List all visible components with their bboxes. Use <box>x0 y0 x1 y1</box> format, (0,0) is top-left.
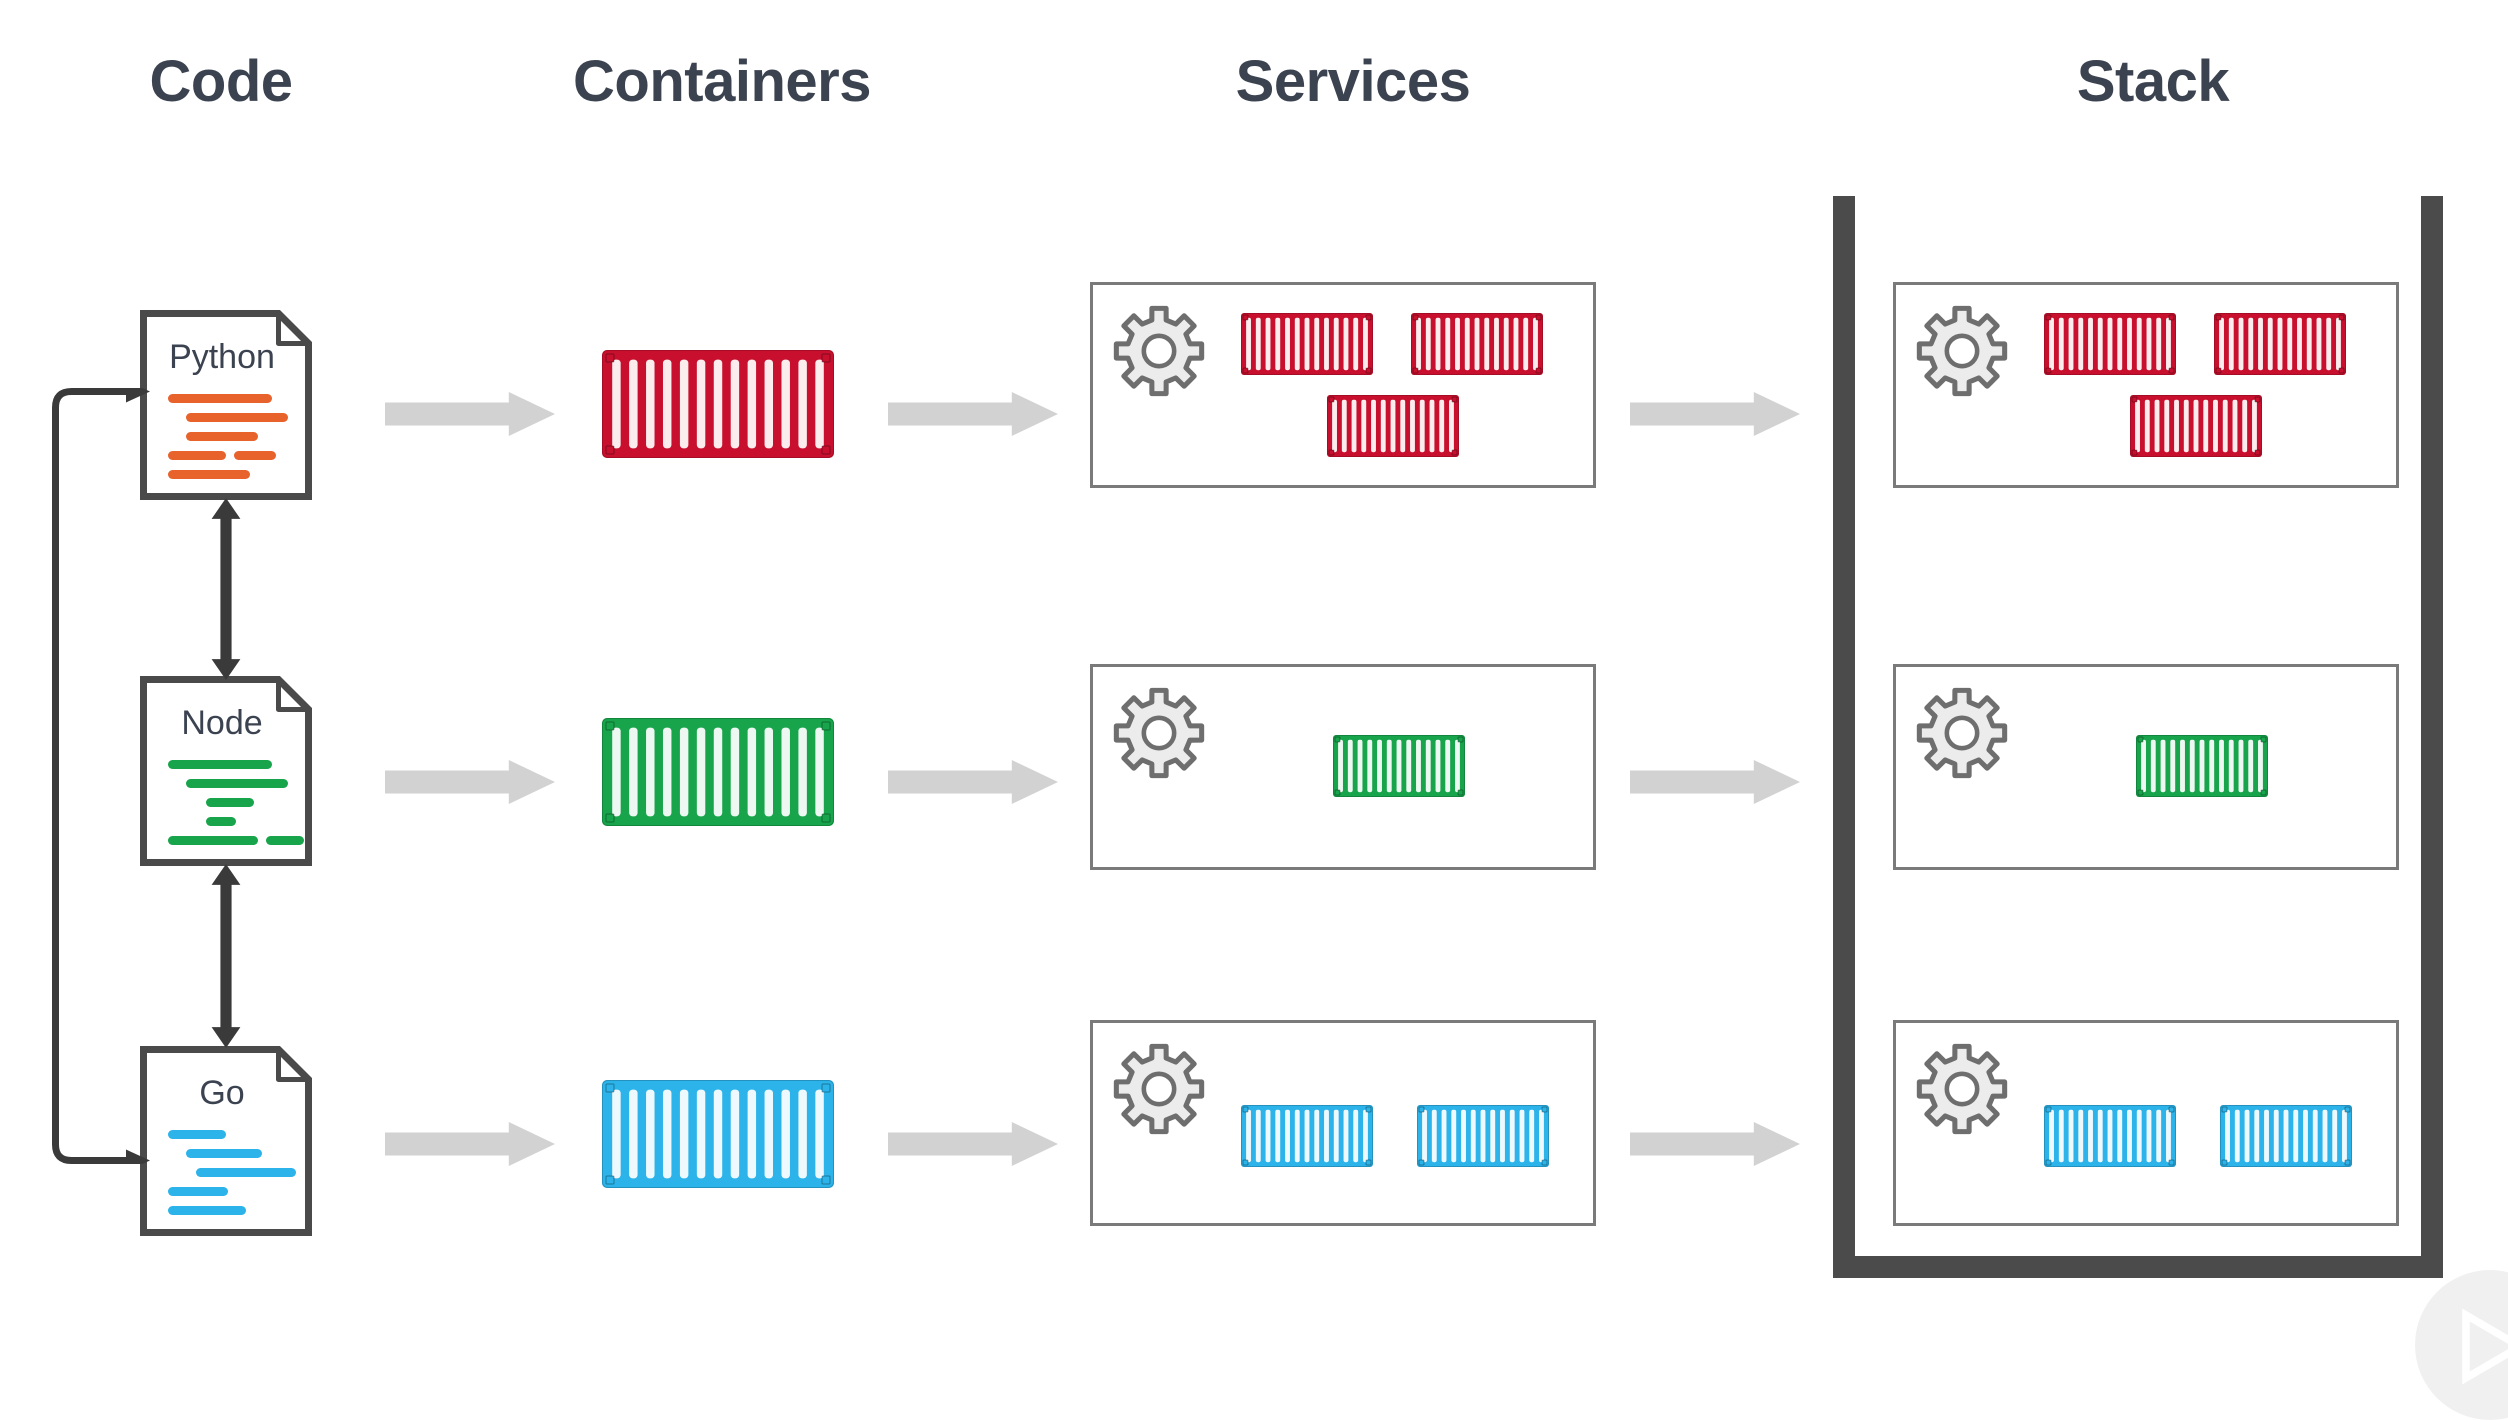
column-heading-stack: Stack <box>2076 49 2230 114</box>
flow-arrow-container-to-service-go <box>888 1122 1058 1166</box>
flow-arrow-code-to-container-python <box>385 392 555 436</box>
service-go-service-container-2[interactable] <box>1417 1105 1549 1167</box>
service-python-service-container-3[interactable] <box>1327 395 1459 457</box>
code-document-node[interactable]: NodeNode <box>140 676 312 866</box>
container-icon-go-container[interactable] <box>602 1080 834 1188</box>
flow-arrow-service-to-stack-node <box>1630 760 1800 804</box>
stack-python-stack-service-container-2[interactable] <box>2214 313 2346 375</box>
service-go-service-container-1[interactable] <box>1241 1105 1373 1167</box>
service-go-service-box[interactable] <box>1090 1020 1596 1226</box>
column-heading-services: Services <box>1235 49 1471 114</box>
container-icon-python-container[interactable] <box>602 350 834 458</box>
code-document-python[interactable]: PythonPython <box>140 310 312 500</box>
container-icon-node-container[interactable] <box>602 718 834 826</box>
service-node-service-gear-icon <box>1113 687 1205 779</box>
stack-node-stack-service-gear-icon <box>1916 687 2008 779</box>
service-python-service-container-1[interactable] <box>1241 313 1373 375</box>
svg-text:Node: Node <box>181 704 262 742</box>
flow-arrow-code-to-container-node <box>385 760 555 804</box>
flow-arrow-container-to-service-python <box>888 392 1058 436</box>
stack-node-stack-service-container-1[interactable] <box>2136 735 2268 797</box>
service-node-service-box[interactable] <box>1090 664 1596 870</box>
connector-python-node-link <box>208 498 244 680</box>
diagram-canvas: Code Containers Services StackPythonPythonN… <box>52 49 2508 1420</box>
flow-arrow-service-to-stack-python <box>1630 392 1800 436</box>
stack-go-stack-service-box[interactable] <box>1893 1020 2399 1226</box>
stack-python-stack-service-container-3[interactable] <box>2130 395 2262 457</box>
flow-arrow-container-to-service-node <box>888 760 1058 804</box>
feedback-loop-arrow <box>52 388 152 1164</box>
stack-go-stack-service-container-2[interactable] <box>2220 1105 2352 1167</box>
stack-python-stack-service-gear-icon <box>1916 305 2008 397</box>
connector-node-go-link <box>208 864 244 1048</box>
service-python-service-container-2[interactable] <box>1411 313 1543 375</box>
corner-watermark-logo <box>2415 1270 2508 1420</box>
svg-text:Python: Python <box>169 338 275 376</box>
column-heading-containers: Containers <box>573 49 871 114</box>
service-go-service-gear-icon <box>1113 1043 1205 1135</box>
service-python-service-box[interactable] <box>1090 282 1596 488</box>
column-heading-code: Code <box>149 49 294 114</box>
stack-go-stack-service-container-1[interactable] <box>2044 1105 2176 1167</box>
service-python-service-gear-icon <box>1113 305 1205 397</box>
stack-node-stack-service-box[interactable] <box>1893 664 2399 870</box>
svg-text:Go: Go <box>199 1074 244 1112</box>
stack-bracket <box>1833 196 2443 1278</box>
stack-go-stack-service-gear-icon <box>1916 1043 2008 1135</box>
flow-arrow-service-to-stack-go <box>1630 1122 1800 1166</box>
flow-arrow-code-to-container-go <box>385 1122 555 1166</box>
stack-python-stack-service-box[interactable] <box>1893 282 2399 488</box>
code-document-go[interactable]: GoGo <box>140 1046 312 1236</box>
service-node-service-container-1[interactable] <box>1333 735 1465 797</box>
stack-python-stack-service-container-1[interactable] <box>2044 313 2176 375</box>
